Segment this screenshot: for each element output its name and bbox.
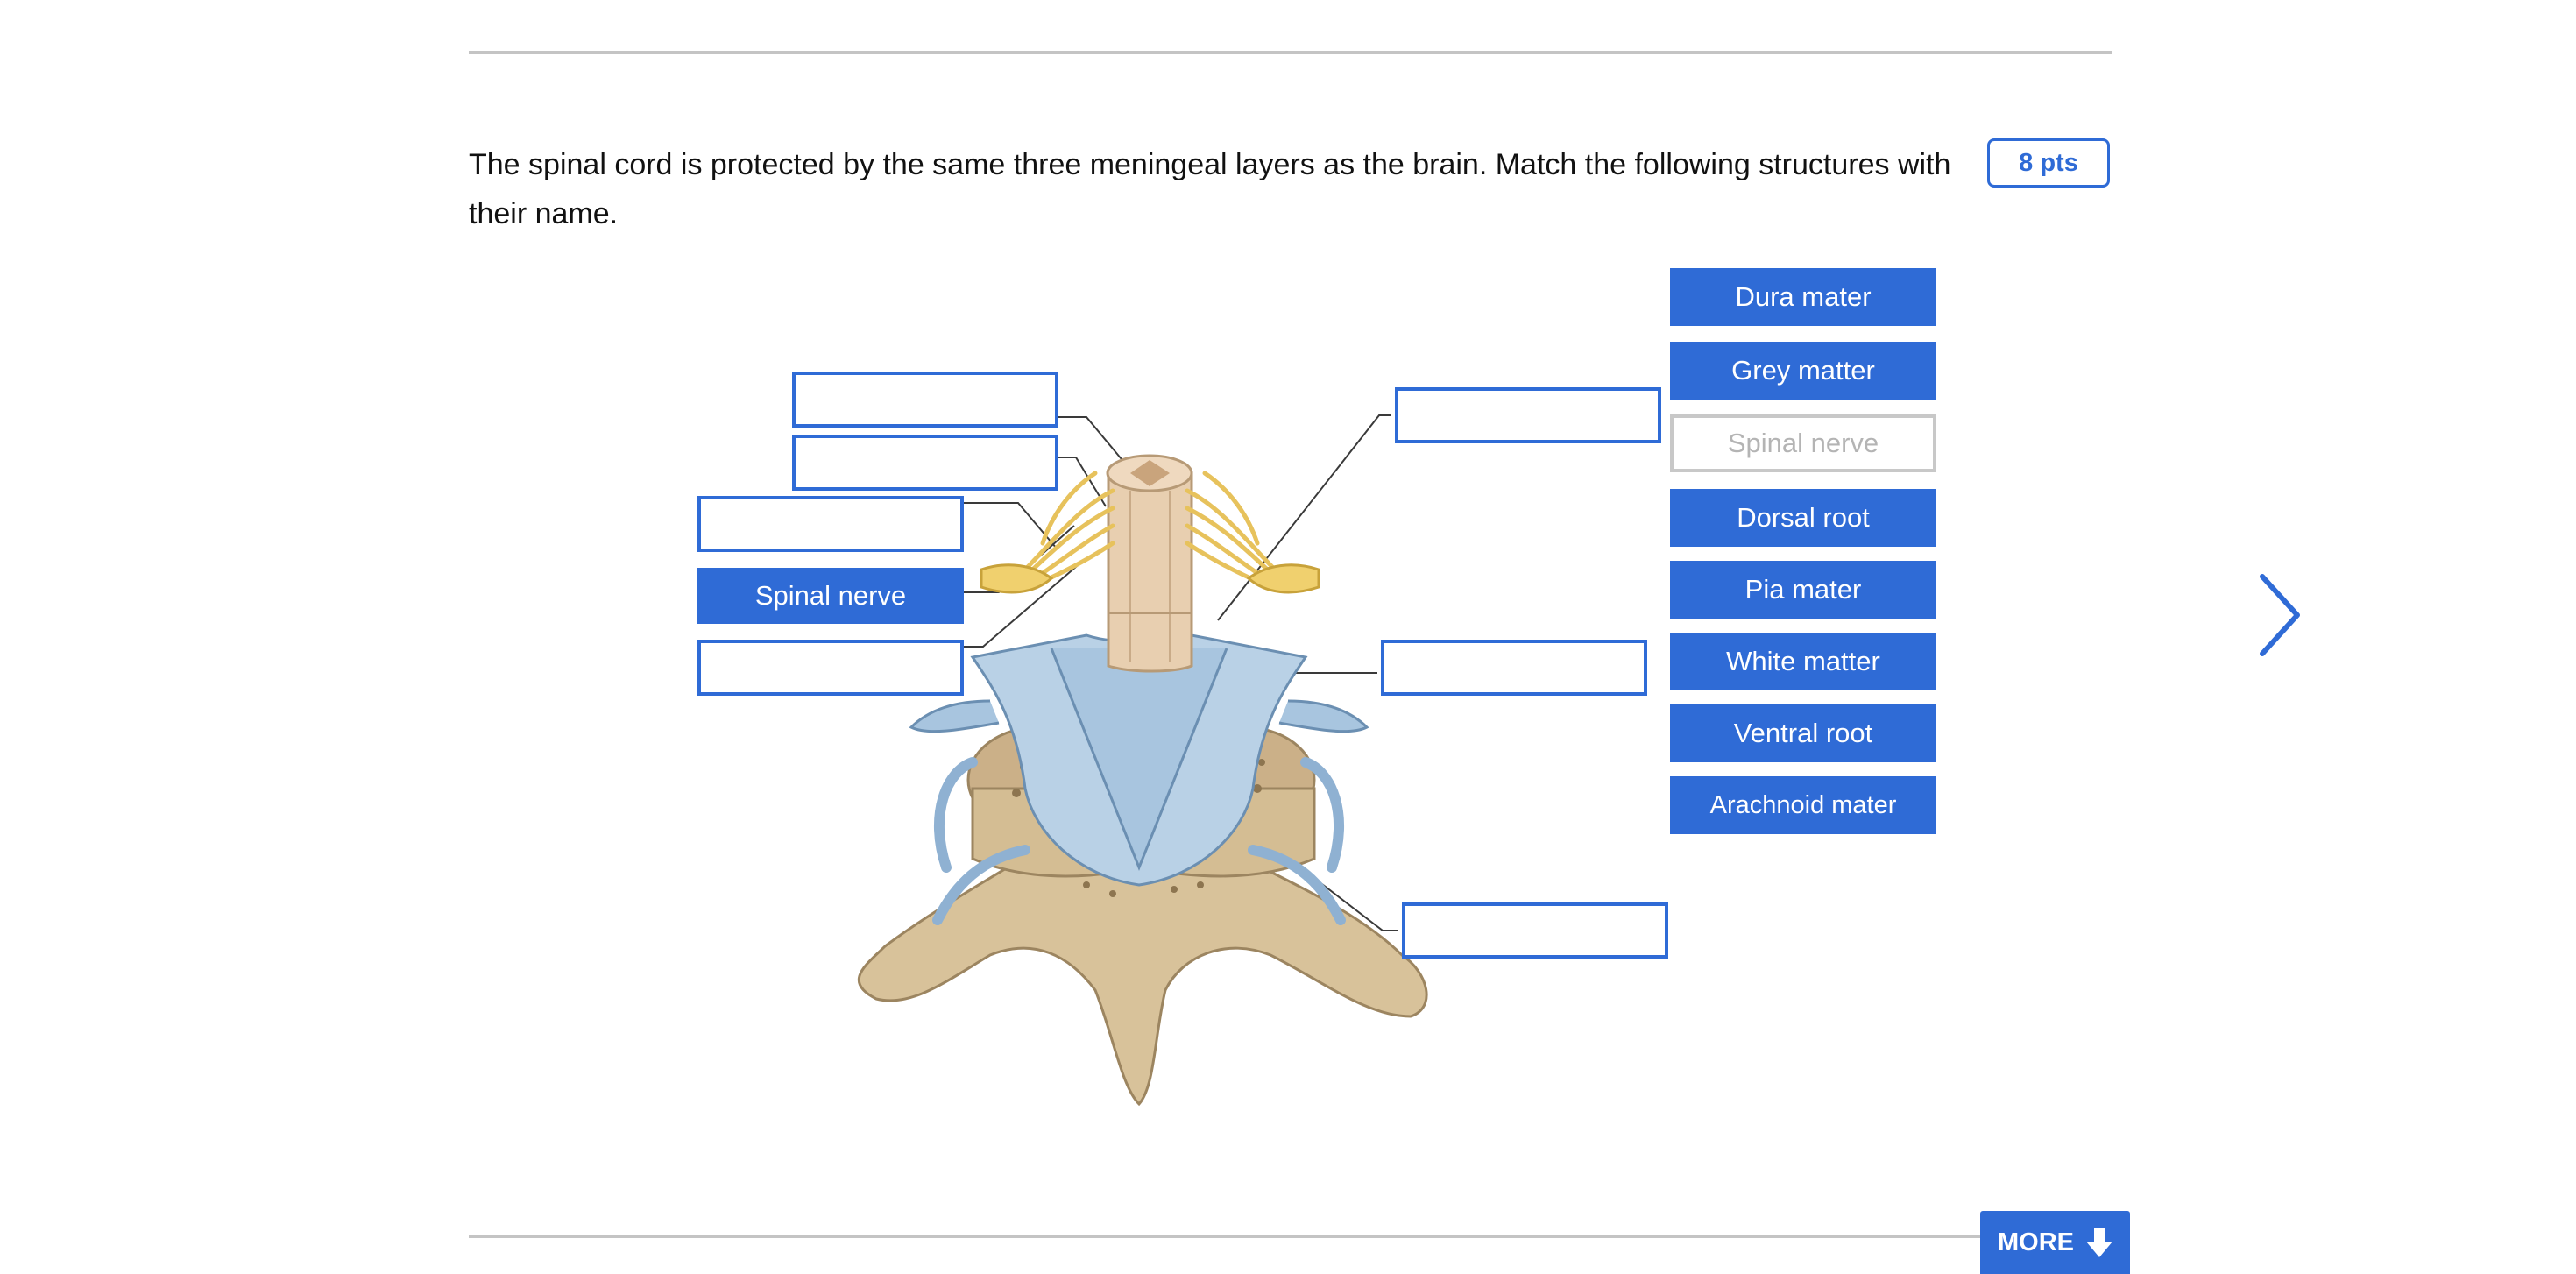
drop-zone-7[interactable]	[1381, 640, 1647, 696]
chevron-right-icon	[2260, 574, 2300, 656]
bottom-divider	[469, 1235, 2112, 1238]
top-divider	[469, 51, 2112, 54]
meninges	[909, 633, 1369, 925]
drop-zone-4[interactable]: Spinal nerve	[697, 568, 964, 624]
more-label: MORE	[1998, 1228, 2074, 1256]
drop-zone-5[interactable]	[697, 640, 964, 696]
right-spinal-nerve	[1246, 563, 1320, 594]
drop-zone-1[interactable]	[792, 372, 1058, 428]
next-button[interactable]	[2254, 571, 2306, 659]
answer-chip-pia-mater[interactable]: Pia mater	[1670, 561, 1936, 619]
more-button[interactable]: MORE	[1980, 1211, 2130, 1274]
arrow-down-icon	[2086, 1228, 2112, 1257]
drop-zone-2[interactable]	[792, 435, 1058, 491]
drop-zone-3[interactable]	[697, 496, 964, 552]
spinal-cord	[1106, 454, 1193, 673]
answer-chip-grey-matter[interactable]: Grey matter	[1670, 342, 1936, 400]
left-spinal-nerve	[980, 563, 1054, 594]
question-text: The spinal cord is protected by the same…	[469, 148, 1951, 230]
answer-chip-dorsal-root[interactable]: Dorsal root	[1670, 489, 1936, 547]
points-badge: 8 pts	[1987, 138, 2110, 188]
drop-zone-8[interactable]	[1402, 902, 1668, 959]
answer-chip-white-matter[interactable]: White matter	[1670, 633, 1936, 690]
answer-chip-ventral-root[interactable]: Ventral root	[1670, 704, 1936, 762]
drop-zone-6[interactable]	[1395, 387, 1661, 443]
answer-chip-arachnoid-mater[interactable]: Arachnoid mater	[1670, 776, 1936, 834]
answer-chip-dura-mater[interactable]: Dura mater	[1670, 268, 1936, 326]
answer-chip-spinal-nerve: Spinal nerve	[1670, 414, 1936, 472]
